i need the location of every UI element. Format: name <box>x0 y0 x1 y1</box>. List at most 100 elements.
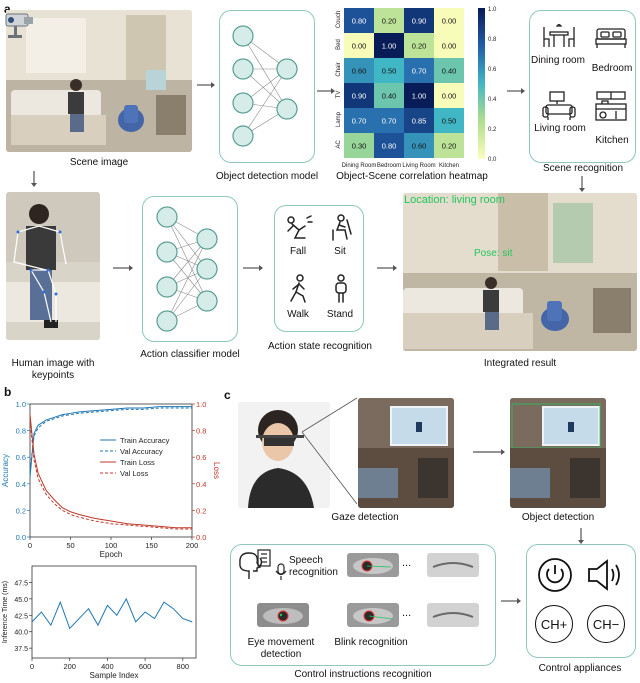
x-axis-label: Epoch <box>100 550 123 559</box>
caption-object-detection-model: Object detection model <box>215 171 319 182</box>
colorbar-segment <box>478 98 485 102</box>
person-glasses-photo <box>238 402 330 508</box>
colorbar-segment <box>478 30 485 34</box>
heatmap-cell <box>344 58 374 83</box>
y-tick-label: 42.5 <box>14 613 28 620</box>
colorbar-segment <box>478 138 485 142</box>
speech-recognition-label: Speech recognition <box>289 555 338 578</box>
heatmap-col-label: Dining Room <box>342 163 377 169</box>
kitchen-icon <box>595 91 627 121</box>
caption-object-detection: Object detection <box>521 512 595 523</box>
arrow-down <box>578 528 584 544</box>
colorbar-segment <box>478 88 485 92</box>
heatmap-row-label: Lamp <box>336 111 342 127</box>
colorbar-segment <box>478 120 485 124</box>
heatmap-cell <box>434 108 464 133</box>
stand-icon <box>335 274 347 303</box>
colorbar-segment <box>478 35 485 39</box>
colorbar-tick: 0.0 <box>488 157 497 163</box>
scene-label-kitchen: Kitchen <box>595 135 629 146</box>
heatmap-cell-value: 0.70 <box>382 117 397 126</box>
fall-icon <box>287 215 313 239</box>
heatmap-row-label: Bed <box>336 39 342 50</box>
heatmap-cell <box>344 83 374 108</box>
volume-icon[interactable] <box>585 557 625 593</box>
heatmap-cell-value: 0.70 <box>412 67 427 76</box>
zoom-lines <box>301 397 358 505</box>
series-line <box>31 597 193 630</box>
power-icon[interactable] <box>537 557 573 593</box>
legend-entry: Train Loss <box>120 458 155 467</box>
microphone-icon <box>275 563 287 580</box>
colorbar-segment <box>478 155 485 159</box>
heatmap-cell-value: 0.40 <box>382 92 397 101</box>
heatmap-col-label: Bedroom <box>377 163 401 169</box>
colorbar-segment <box>478 60 485 64</box>
channel-up-button[interactable]: CH+ <box>535 605 573 643</box>
heatmap-cell-value: 0.50 <box>442 117 457 126</box>
heatmap-cell-value: 0.20 <box>412 42 427 51</box>
heatmap-cell-value: 1.00 <box>382 42 397 51</box>
x-axis-label: Sample Index <box>90 671 139 680</box>
colorbar-segment <box>478 20 485 24</box>
heatmap-cell-value: 0.85 <box>412 117 427 126</box>
arrow-right <box>377 265 397 271</box>
colorbar-segment <box>478 153 485 157</box>
heatmap-cell <box>344 108 374 133</box>
control-appliances-box: CH+ CH− <box>526 544 636 658</box>
colorbar-segment <box>478 150 485 154</box>
heatmap-cell-value: 0.50 <box>382 67 397 76</box>
panel-label-a: a <box>4 2 11 16</box>
blink-open-photo <box>347 553 399 577</box>
colorbar-segment <box>478 145 485 149</box>
scene-label-dining: Dining room <box>531 55 585 66</box>
colorbar-segment <box>478 55 485 59</box>
heatmap-cell-value: 0.60 <box>352 67 367 76</box>
heatmap-cell <box>374 33 404 58</box>
y-tick-label: 0.2 <box>16 506 26 515</box>
colorbar-segment <box>478 95 485 99</box>
sofa-icon <box>542 91 576 120</box>
caption-human-image: Human image with keypoints <box>11 358 95 381</box>
caption-heatmap: Object-Scene correlation heatmap <box>336 171 488 182</box>
blink-closed-photo <box>427 553 479 577</box>
eye-movement-label: Eye movement detection <box>247 637 315 660</box>
colorbar-segment <box>478 140 485 144</box>
channel-down-button[interactable]: CH− <box>587 605 625 643</box>
panel-label-b: b <box>4 385 12 399</box>
series-line <box>29 414 192 529</box>
y-tick-label: 47.5 <box>14 580 28 587</box>
heatmap-cell <box>404 8 434 33</box>
heatmap-cell <box>374 83 404 108</box>
heatmap-cell <box>374 108 404 133</box>
action-label-stand: Stand <box>326 309 354 320</box>
heatmap-cell-value: 0.90 <box>412 17 427 26</box>
heatmap-col-label: Kitchen <box>439 163 459 169</box>
colorbar-tick: 0.8 <box>488 37 497 43</box>
action-label-fall: Fall <box>289 246 307 257</box>
scene-label-bedroom: Bedroom <box>591 63 633 74</box>
colorbar-segment <box>478 15 485 19</box>
colorbar-segment <box>478 53 485 57</box>
colorbar-segment <box>478 28 485 32</box>
heatmap-cell-value: 0.70 <box>352 117 367 126</box>
x-tick-label: 0 <box>30 662 34 671</box>
heatmap-cell <box>344 33 374 58</box>
y-tick-label: 0.0 <box>16 533 26 542</box>
colorbar-segment <box>478 105 485 109</box>
neural-network-icon <box>232 25 298 147</box>
scene-label-living: Living room <box>534 123 586 134</box>
colorbar-segment <box>478 40 485 44</box>
colorbar-segment <box>478 125 485 129</box>
dining-table-icon <box>543 23 575 47</box>
overlay-pose-text: Pose: sit <box>474 248 513 259</box>
heatmap-cell-value: 0.40 <box>442 67 457 76</box>
y2-tick-label: 0.0 <box>196 533 206 542</box>
overlay-location-text: Location: living room <box>404 194 505 206</box>
heatmap-cell <box>404 33 434 58</box>
heatmap-cell-value: 0.90 <box>352 92 367 101</box>
x-tick-label: 150 <box>145 541 158 550</box>
